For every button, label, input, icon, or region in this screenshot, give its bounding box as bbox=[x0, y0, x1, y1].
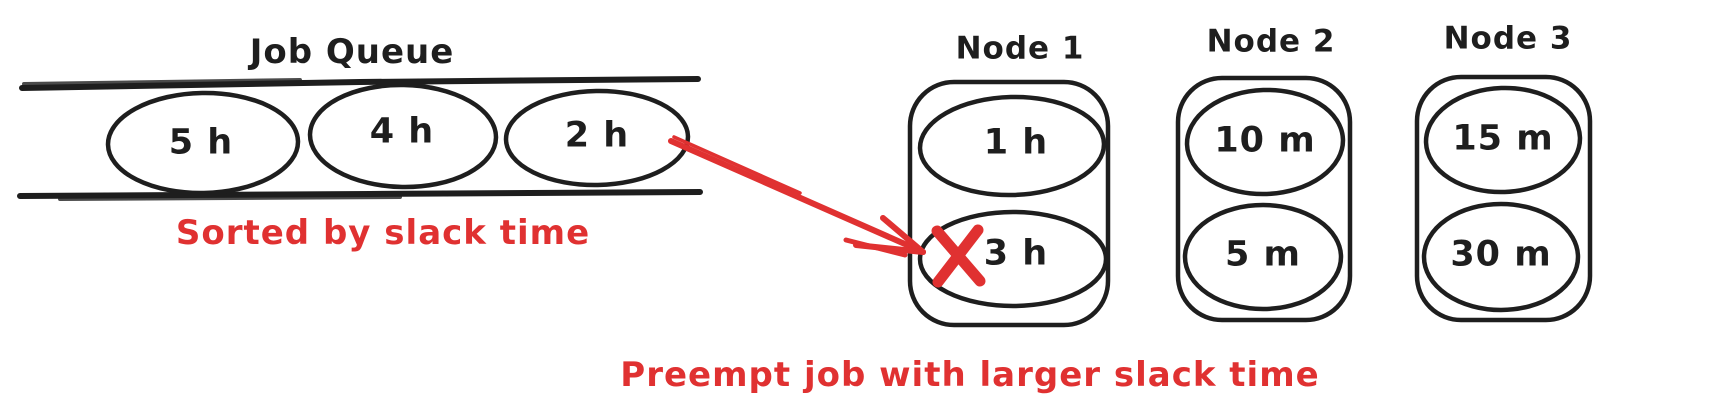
preempt-x-icon bbox=[931, 224, 986, 288]
node-3-job-ellipse-15m bbox=[1423, 85, 1583, 195]
node-1-job-ellipse-3h bbox=[917, 209, 1109, 309]
node-3-job-label-30m: 30 m bbox=[1450, 234, 1552, 275]
queue-job-ellipse-5h bbox=[105, 90, 301, 196]
node-3-title: Node 3 bbox=[1443, 20, 1573, 57]
job-queue-title: Job Queue bbox=[249, 32, 455, 72]
node-boxes bbox=[907, 74, 1593, 328]
node-1-job-label-3h: 3 h bbox=[983, 233, 1049, 274]
node-job-shapes bbox=[917, 85, 1583, 313]
node-2-box bbox=[1175, 75, 1353, 323]
node-1-job-label-1h: 1 h bbox=[983, 122, 1049, 163]
node-1-job-ellipse-1h bbox=[917, 94, 1107, 198]
job-queue-lane bbox=[17, 76, 703, 201]
queue-job-label-5h: 5 h bbox=[168, 122, 234, 163]
node-1-box bbox=[907, 79, 1111, 328]
node-1-title: Node 1 bbox=[955, 30, 1085, 67]
queue-caption: Sorted by slack time bbox=[175, 213, 591, 253]
queue-job-label-4h: 4 h bbox=[369, 111, 435, 152]
node-3-job-label-15m: 15 m bbox=[1452, 118, 1554, 159]
queue-job-label-2h: 2 h bbox=[564, 115, 630, 156]
queue-job-ellipse-2h bbox=[503, 88, 691, 188]
node-3-box bbox=[1414, 74, 1593, 323]
node-3-job-ellipse-30m bbox=[1421, 201, 1581, 313]
preempt-annotation: Preempt job with larger slack time bbox=[620, 355, 1320, 395]
queue-job-ellipse-4h bbox=[307, 82, 499, 190]
node-2-title: Node 2 bbox=[1206, 23, 1336, 60]
node-2-job-ellipse-5m bbox=[1182, 202, 1344, 312]
node-2-job-ellipse-10m bbox=[1184, 87, 1346, 197]
node-2-job-label-10m: 10 m bbox=[1214, 120, 1316, 161]
preempt-arrow-icon bbox=[668, 135, 926, 258]
node-2-job-label-5m: 5 m bbox=[1224, 234, 1302, 275]
queue-job-shapes bbox=[105, 82, 691, 196]
